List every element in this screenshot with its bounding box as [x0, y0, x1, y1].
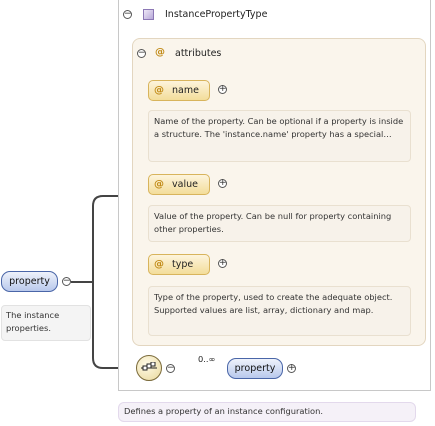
root-description-text: The instance properties. — [6, 310, 60, 333]
attribute-label: type — [172, 259, 194, 270]
attribute-icon: @ — [154, 179, 164, 190]
attributes-collapse-glyph: − — [138, 48, 146, 58]
root-element-description: The instance properties. — [1, 305, 91, 341]
attribute-name[interactable]: @ name — [148, 80, 210, 101]
attribute-icon: @ — [154, 85, 164, 96]
complex-type-icon — [143, 9, 154, 20]
sequence-cardinality: 0..∞ — [198, 354, 216, 364]
sequence-collapse-toggle[interactable]: − — [166, 364, 175, 373]
type-collapse-toggle[interactable]: − — [123, 10, 132, 19]
complex-type-title: InstancePropertyType — [165, 9, 268, 20]
attribute-description-text: Name of the property. Can be optional if… — [154, 116, 404, 139]
attribute-type[interactable]: @ type — [148, 254, 210, 275]
attribute-icon: @ — [154, 259, 164, 270]
attribute-type-expand-toggle[interactable]: + — [218, 259, 227, 268]
attribute-value-description: Value of the property. Can be null for p… — [148, 205, 411, 242]
expand-glyph: + — [219, 258, 227, 268]
attribute-description-text: Value of the property. Can be null for p… — [154, 211, 392, 234]
child-element-property[interactable]: property — [227, 358, 283, 379]
attribute-name-description: Name of the property. Can be optional if… — [148, 110, 411, 162]
expand-glyph: + — [219, 178, 227, 188]
attribute-name-expand-toggle[interactable]: + — [218, 85, 227, 94]
child-element-label: property — [234, 363, 276, 374]
attribute-value-expand-toggle[interactable]: + — [218, 179, 227, 188]
sequence-collapse-glyph: − — [167, 363, 175, 373]
attribute-type-description: Type of the property, used to create the… — [148, 286, 411, 336]
attribute-label: value — [172, 179, 198, 190]
expand-glyph: + — [288, 363, 296, 373]
attributes-group-label: attributes — [175, 48, 222, 59]
complex-type-description-text: Defines a property of an instance config… — [124, 406, 323, 416]
complex-type-description: Defines a property of an instance config… — [118, 402, 416, 422]
child-element-expand-toggle[interactable]: + — [287, 364, 296, 373]
sequence-icon — [141, 362, 157, 371]
sequence-compositor[interactable] — [136, 355, 162, 381]
type-collapse-glyph: − — [124, 9, 132, 19]
attribute-description-text: Type of the property, used to create the… — [154, 292, 393, 315]
root-collapse-glyph: − — [63, 276, 71, 286]
attribute-label: name — [172, 85, 199, 96]
expand-glyph: + — [219, 84, 227, 94]
connector-to-attributes — [71, 195, 133, 283]
attributes-collapse-toggle[interactable]: − — [137, 49, 146, 58]
root-collapse-toggle[interactable]: − — [62, 277, 71, 286]
root-element-label: property — [9, 276, 50, 287]
connector-to-sequence — [92, 282, 136, 369]
root-element-property[interactable]: property — [1, 271, 58, 292]
attribute-value[interactable]: @ value — [148, 174, 210, 195]
attributes-icon: @ — [155, 47, 165, 58]
